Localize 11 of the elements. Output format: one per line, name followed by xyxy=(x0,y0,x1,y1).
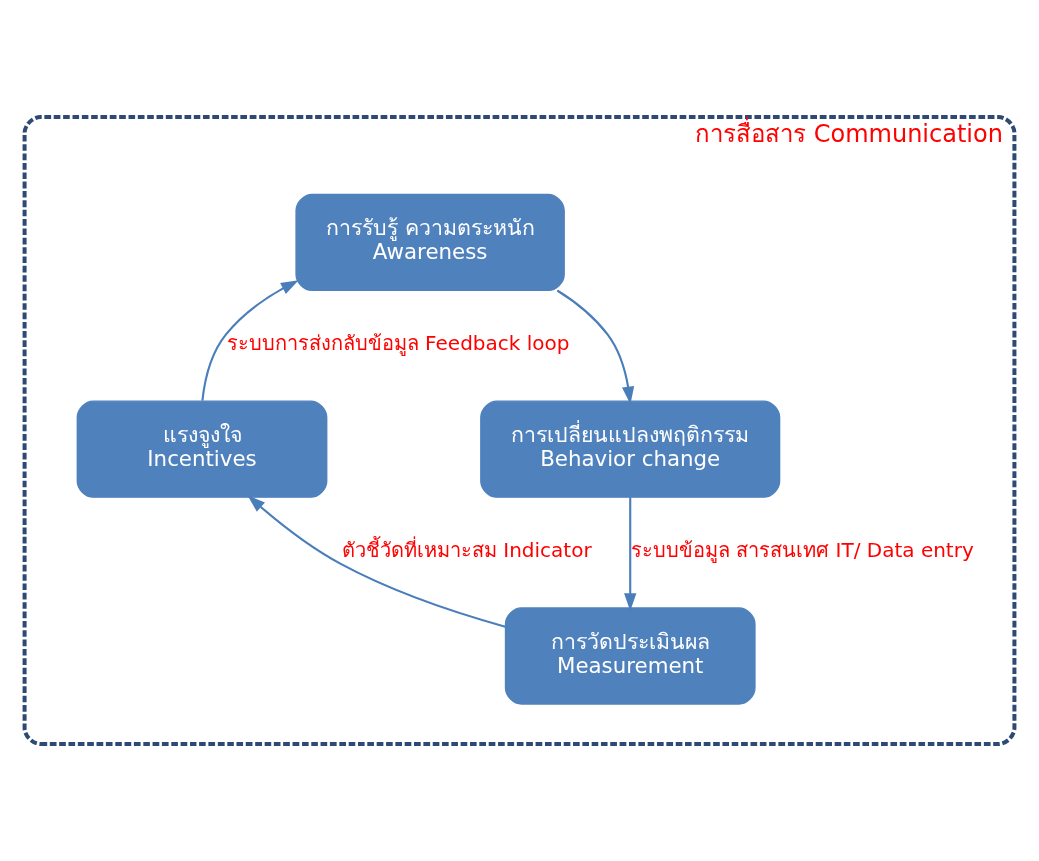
node-box: การรับรู้ ความตระหนัก Awareness xyxy=(295,193,565,292)
arrow xyxy=(201,280,299,401)
node-box: การวัดประเมินผล Measurement xyxy=(504,607,756,705)
edge-label: ระบบการส่งกลับข้อมูล Feedback loop xyxy=(226,331,570,356)
arrow xyxy=(247,495,506,628)
edge-label: ตัวชี้วัดที่เหมาะสม Indicator xyxy=(341,538,592,563)
arrow xyxy=(556,289,635,405)
edge-label: ระบบข้อมูล สารสนเทศ IT/ Data entry xyxy=(630,538,974,563)
node-box: แรงจูงใจ Incentives xyxy=(76,400,328,498)
arrow xyxy=(624,497,637,611)
node-box: การเปลี่ยนแปลงพฤติกรรม Behavior change xyxy=(480,400,781,498)
